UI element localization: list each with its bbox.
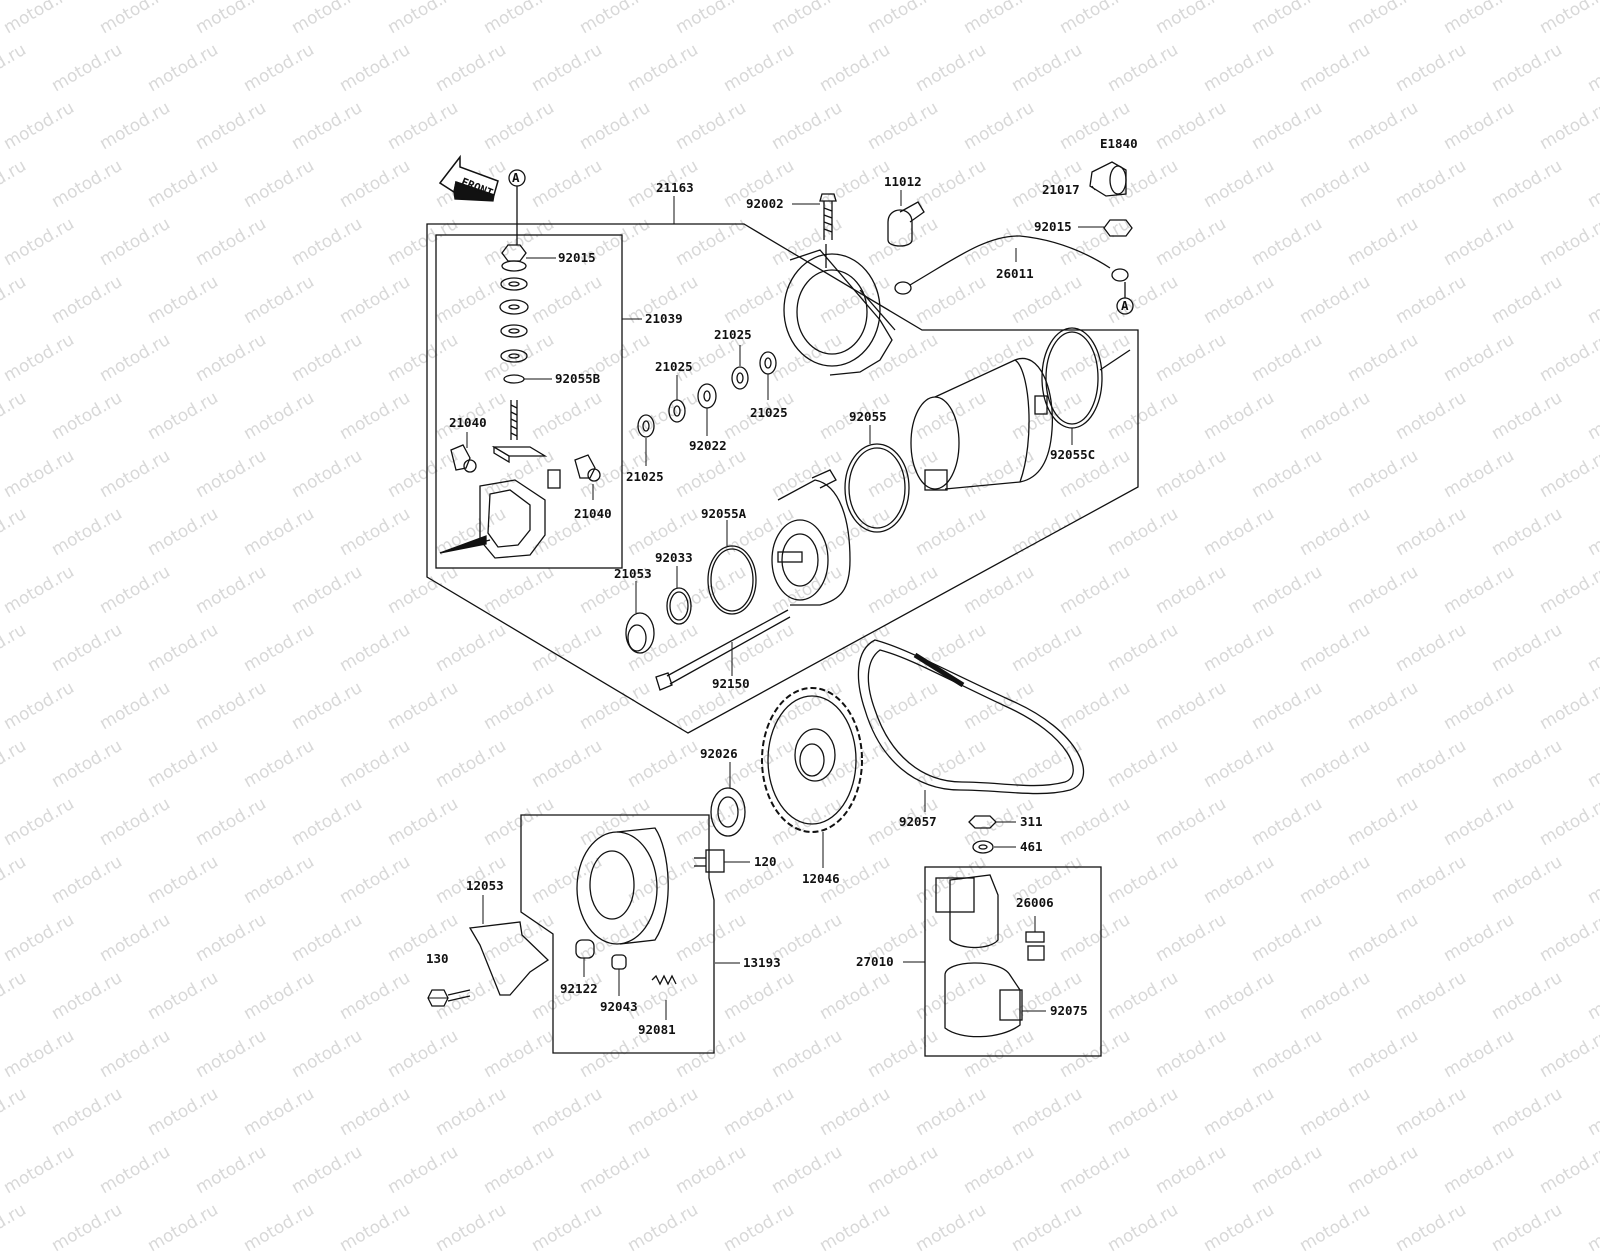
part-label-13193: 13193 [743, 955, 781, 970]
watermark-text: motod.ru [1104, 1199, 1182, 1256]
motor-yoke-icon [910, 357, 1054, 491]
ref-marker-a-right-label: A [1121, 298, 1129, 313]
starter-assembly-frame [426, 223, 1139, 734]
part-label-26011: 26011 [996, 266, 1034, 281]
bolt-92002-icon [819, 193, 837, 240]
ref-marker-a-top-label: A [512, 170, 520, 185]
part-label-12053: 12053 [466, 878, 504, 893]
ref-marker-a-top [508, 169, 526, 245]
brush-plate-icon [439, 479, 546, 559]
part-label-92055: 92055 [849, 409, 887, 424]
part-label-120: 120 [754, 854, 777, 869]
watermark-text: motod.ru [816, 1199, 894, 1256]
watermark-text: motod.ru [1392, 1199, 1470, 1256]
brush-spring-right-icon [547, 454, 601, 489]
watermark-text: motod.ru [432, 1199, 510, 1256]
part-label-21163: 21163 [656, 180, 694, 195]
part-label-92122: 92122 [560, 981, 598, 996]
watermark-text: motod.ru [1200, 1199, 1278, 1256]
starter-relay-icon [935, 874, 1045, 961]
watermark-text: motod.ru [912, 1199, 990, 1256]
watermark-text: motod.ru [1488, 1199, 1566, 1256]
watermark-text: motod.ru [144, 1199, 222, 1256]
nut-92015-icon [1103, 219, 1133, 237]
watermark-text: motod.ru [1584, 1199, 1600, 1256]
terminal-bolt-icon [491, 400, 548, 464]
part-label-92015-top: 92015 [558, 250, 596, 265]
part-label-21040-left: 21040 [449, 415, 487, 430]
front-arrow-icon: FRONT [438, 154, 499, 202]
starter-relay-frame [924, 866, 1102, 1057]
part-label-311: 311 [1020, 814, 1043, 829]
relay-cover-92075-icon [944, 962, 1023, 1038]
watermark-text: motod.ru [240, 1199, 318, 1256]
starter-clutch-frame [520, 814, 715, 1054]
part-label-21025-a: 21025 [655, 359, 693, 374]
washer-92026-icon [710, 787, 746, 837]
part-label-92022: 92022 [689, 438, 727, 453]
bracket-12053-icon [468, 921, 550, 996]
part-label-130: 130 [426, 951, 449, 966]
spring-92081-icon [651, 974, 677, 986]
washer-461-icon [972, 840, 994, 854]
part-label-11012: 11012 [884, 174, 922, 189]
plunger-92043-icon [611, 954, 627, 970]
part-label-12046: 12046 [802, 871, 840, 886]
diagram-code: E1840 [1100, 136, 1138, 151]
part-label-21025-b: 21025 [714, 327, 752, 342]
leader-lines [428, 185, 1104, 1020]
part-label-92055C: 92055C [1050, 447, 1095, 462]
o-ring-92055-icon [844, 443, 910, 533]
starter-motor-parts-diagram: FRONT [426, 136, 1139, 1057]
through-bolt-92150-icon [655, 609, 791, 691]
part-label-461: 461 [1020, 839, 1043, 854]
cap-11012-icon [887, 201, 925, 247]
watermark-text: motod.ru [336, 1199, 414, 1256]
part-label-92075: 92075 [1050, 1003, 1088, 1018]
o-ring-92055C-icon [1041, 327, 1131, 429]
cap-21017-icon [1089, 161, 1127, 197]
roller-92122-icon [575, 939, 595, 959]
end-cover-icon [783, 244, 896, 376]
part-label-92043: 92043 [600, 999, 638, 1014]
part-label-92150: 92150 [712, 676, 750, 691]
snap-ring-92033-icon [666, 587, 692, 625]
watermark-text: motod.ru [0, 1199, 30, 1256]
part-label-26006: 26006 [1016, 895, 1054, 910]
part-label-92033: 92033 [655, 550, 693, 565]
brush-spring-left-icon [450, 444, 477, 473]
part-label-92026: 92026 [700, 746, 738, 761]
watermark-text: motod.ru [1008, 1199, 1086, 1256]
part-label-21017: 21017 [1042, 182, 1080, 197]
bolt-120-icon [694, 849, 725, 873]
starter-clutch-icon [576, 827, 669, 945]
watermark-text: motod.ru [624, 1199, 702, 1256]
watermark-text: motod.ru [720, 1199, 798, 1256]
front-cover-icon [771, 469, 851, 606]
o-ring-92055A-icon [707, 545, 757, 615]
part-label-92055B: 92055B [555, 371, 601, 386]
chain-92057-icon [857, 639, 1085, 795]
part-label-21025-d: 21025 [626, 469, 664, 484]
part-label-92002: 92002 [746, 196, 784, 211]
part-label-92015-nut: 92015 [1034, 219, 1072, 234]
nut-311-icon [968, 815, 997, 829]
part-label-21053: 21053 [614, 566, 652, 581]
part-label-27010: 27010 [856, 954, 894, 969]
part-label-21025-c: 21025 [750, 405, 788, 420]
watermark-text: motod.ru [1296, 1199, 1374, 1256]
part-label-92055A: 92055A [701, 506, 747, 521]
part-label-92081: 92081 [638, 1022, 676, 1037]
part-label-21040-right: 21040 [574, 506, 612, 521]
sprocket-12046-icon [761, 687, 863, 833]
cable-26011-icon [894, 235, 1129, 295]
part-label-21039: 21039 [645, 311, 683, 326]
ref-marker-a-right [1116, 282, 1134, 315]
brush-holder-frame [435, 234, 623, 569]
washer-stack-icon [499, 244, 529, 384]
watermark-text: motod.ru [48, 1199, 126, 1256]
part-label-92057: 92057 [899, 814, 937, 829]
gear-21053-icon [625, 612, 655, 654]
watermark-text: motod.ru [528, 1199, 606, 1256]
